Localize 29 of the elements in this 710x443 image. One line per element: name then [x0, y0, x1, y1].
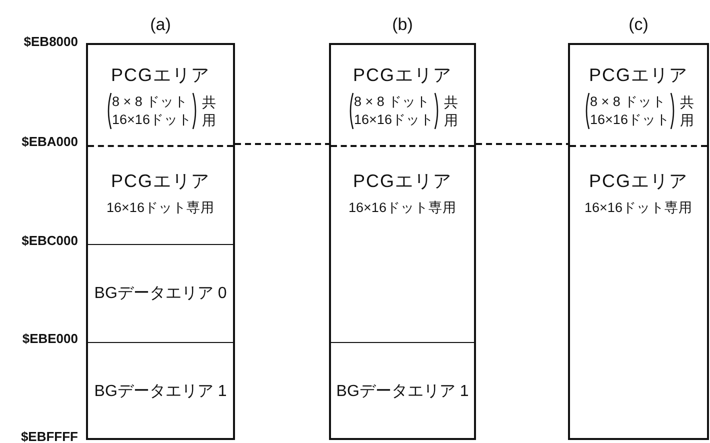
area-title: PCGエリア — [352, 64, 452, 87]
area-title: BGデータエリア 0 — [94, 284, 227, 304]
area-note: 8 × 8 ドット — [590, 93, 668, 111]
address-label: $EB8000 — [24, 34, 78, 49]
area-title: BGデータエリア 1 — [336, 382, 469, 402]
area-title: PCGエリア — [588, 64, 688, 87]
panel-heading: (b) — [391, 15, 414, 35]
area-title: PCGエリア — [110, 170, 210, 193]
area-note: 16×16ドット専用 — [584, 199, 692, 217]
area-note: 16×16ドット専用 — [348, 199, 456, 217]
area-title: BGデータエリア 1 — [94, 382, 227, 402]
area-title: PCGエリア — [352, 170, 452, 193]
address-label: $EBE000 — [22, 331, 78, 346]
area-title: PCGエリア — [110, 64, 210, 87]
address-label: $EBFFFF — [20, 429, 78, 443]
area-note: 共用 — [444, 93, 458, 129]
area-note: 8 × 8 ドット — [354, 93, 432, 111]
area-note: 16×16ドット — [590, 111, 670, 129]
area-title: PCGエリア — [588, 170, 688, 193]
area-note: 16×16ドット — [112, 111, 192, 129]
panel-heading: (c) — [628, 15, 650, 35]
address-label: $EBC000 — [22, 233, 78, 248]
area-note: 共用 — [680, 93, 694, 129]
panel-heading: (a) — [149, 15, 172, 35]
area-note: 16×16ドット専用 — [106, 199, 214, 217]
area-note: 16×16ドット — [354, 111, 434, 129]
address-label: $EBA000 — [22, 134, 78, 149]
area-note: 共用 — [202, 93, 216, 129]
area-note: 8 × 8 ドット — [112, 93, 190, 111]
